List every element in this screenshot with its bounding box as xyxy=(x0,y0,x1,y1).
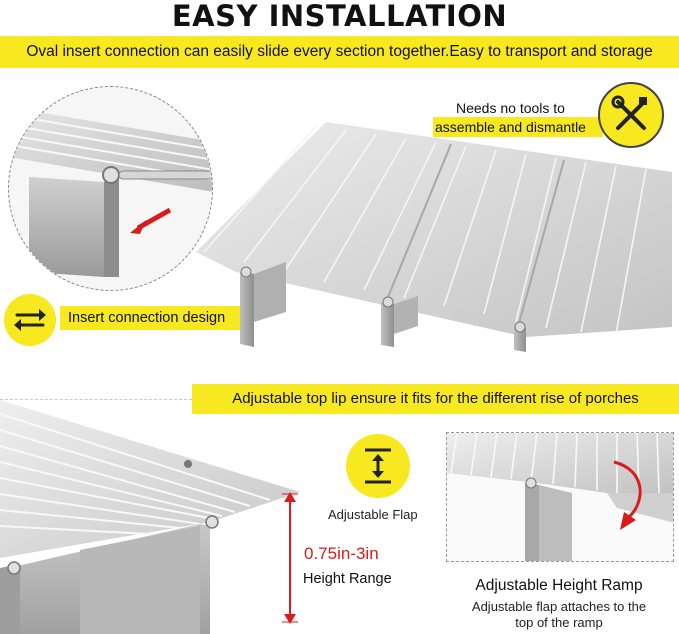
adjustable-ramp-desc-line1: Adjustable flap attaches to the xyxy=(471,599,647,614)
ramp-profile-closeup xyxy=(0,400,300,634)
height-range-arrow-icon xyxy=(282,492,298,624)
page-title: EASY INSTALLATION xyxy=(171,0,508,33)
insert-detail-closeup xyxy=(8,86,213,291)
swap-arrows-icon xyxy=(4,294,56,346)
height-adjust-icon xyxy=(346,434,410,498)
adjustable-ramp-desc-line2: top of the ramp xyxy=(515,615,603,630)
height-range-label: Height Range xyxy=(303,571,392,587)
height-range-value: 0.75in-3in xyxy=(304,544,379,563)
adjustable-ramp-title: Adjustable Height Ramp xyxy=(475,577,643,594)
insert-arrow-icon xyxy=(130,207,172,234)
tools-text-line1: Needs no tools to xyxy=(456,100,565,116)
banner-divider xyxy=(0,399,192,400)
lip-banner: Adjustable top lip ensure it fits for th… xyxy=(192,384,679,414)
assembled-ramp-image xyxy=(196,122,672,352)
insert-connection-label: Insert connection design xyxy=(60,306,240,330)
adjustable-flap-label: Adjustable Flap xyxy=(328,507,418,522)
tools-text-line2: assemble and dismantle xyxy=(433,117,603,137)
no-tools-icon xyxy=(598,82,664,148)
top-banner: Oval insert connection can easily slide … xyxy=(0,36,679,68)
flap-detail-box xyxy=(446,432,674,562)
flap-rotate-arrow-icon xyxy=(613,460,642,530)
